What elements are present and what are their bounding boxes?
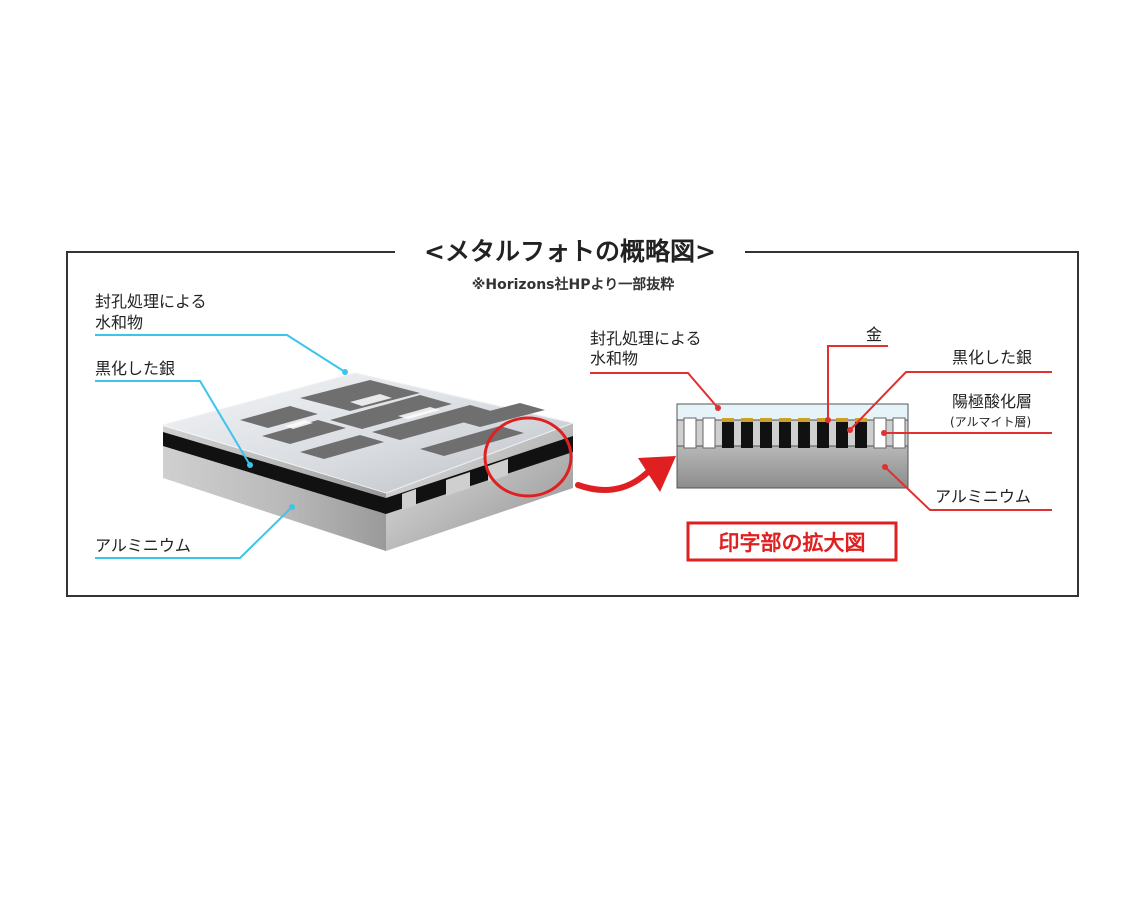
left-sealing-leader — [95, 334, 346, 373]
right-aluminum-label: アルミニウム — [935, 487, 1031, 506]
right-sealing-label-line2: 水和物 — [590, 349, 638, 368]
title-background — [395, 236, 745, 270]
cross-section — [676, 403, 909, 489]
left-sealing-label-line2: 水和物 — [95, 313, 143, 332]
highlight-circle — [483, 416, 573, 498]
right-gold-leader — [827, 345, 888, 420]
metal-plate-3d — [161, 372, 575, 551]
right-silver-label: 黒化した銀 — [952, 348, 1032, 367]
left-silver-label: 黒化した銀 — [95, 359, 175, 378]
left-aluminum-label: アルミニウム — [95, 536, 191, 555]
left-silver-leader — [95, 380, 251, 466]
right-sealing-leader — [590, 372, 719, 409]
right-gold-label: 金 — [866, 325, 882, 344]
pores — [683, 417, 906, 449]
enlarge-arrow — [575, 467, 653, 493]
left-sealing-label-line1: 封孔処理による — [95, 292, 207, 311]
right-anodized-label: 陽極酸化層 — [952, 392, 1032, 411]
printed-pattern — [240, 380, 545, 459]
right-anodized-sub-label: (アルマイト層) — [950, 415, 1031, 429]
source-note: ※Horizons社HPより一部抜粋 — [472, 276, 674, 293]
enlarged-caption: 印字部の拡大図 — [719, 531, 866, 555]
left-aluminum-leader — [95, 506, 293, 559]
diagram-title: <メタルフォトの概略図> — [424, 237, 716, 266]
right-sealing-label-line1: 封孔処理による — [590, 329, 702, 348]
right-aluminum-leader — [884, 466, 1052, 511]
right-silver-leader — [849, 371, 1052, 431]
enlarged-caption-box — [686, 521, 898, 562]
